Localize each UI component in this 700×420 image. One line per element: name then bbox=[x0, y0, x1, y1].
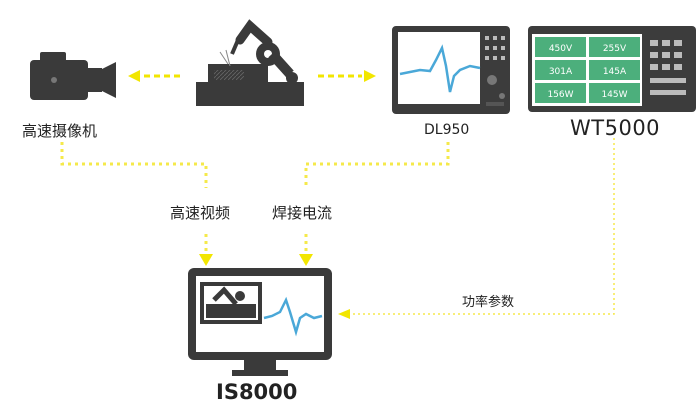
label-power-analyzer: WT5000 bbox=[570, 116, 661, 140]
wt5000-reading-value: 301A bbox=[549, 67, 573, 77]
wt5000-reading-cell bbox=[535, 83, 586, 103]
power-analyzer-icon: 450V 255V 301A 145A 156W 145W bbox=[528, 26, 696, 112]
label-software: IS8000 bbox=[216, 380, 298, 404]
welding-robot-icon bbox=[196, 19, 304, 106]
monitor-waveform bbox=[263, 296, 323, 337]
wt5000-reading-value: 145A bbox=[603, 67, 627, 77]
wt5000-reading-cell bbox=[589, 37, 640, 57]
label-power-stream: 功率参数 bbox=[462, 295, 515, 310]
camera-icon bbox=[30, 52, 116, 100]
monitor-icon bbox=[188, 268, 332, 376]
wt5000-screen: 450V 255V 301A 145A 156W 145W bbox=[535, 37, 640, 103]
connector-power bbox=[338, 138, 615, 319]
connector-video bbox=[60, 142, 213, 266]
label-current-stream: 焊接电流 bbox=[272, 204, 333, 222]
arrow-robot-to-oscilloscope bbox=[318, 70, 376, 82]
wt5000-reading-cell bbox=[589, 60, 640, 80]
oscilloscope-icon bbox=[392, 26, 510, 114]
wt5000-reading-cell bbox=[535, 60, 586, 80]
label-oscilloscope: DL950 bbox=[424, 122, 470, 138]
wt5000-reading-value: 255V bbox=[603, 44, 627, 54]
wt5000-reading-cell bbox=[589, 83, 640, 103]
label-camera: 高速摄像机 bbox=[22, 122, 98, 140]
wt5000-reading-value: 156W bbox=[547, 90, 573, 100]
connector-current bbox=[299, 142, 450, 266]
wt5000-reading-value: 450V bbox=[549, 44, 573, 54]
wt5000-reading-cell bbox=[535, 37, 586, 57]
oscilloscope-waveform bbox=[399, 44, 481, 93]
label-video-stream: 高速视频 bbox=[170, 204, 231, 222]
wt5000-reading-value: 145W bbox=[601, 90, 627, 100]
arrow-robot-to-camera bbox=[128, 70, 180, 82]
